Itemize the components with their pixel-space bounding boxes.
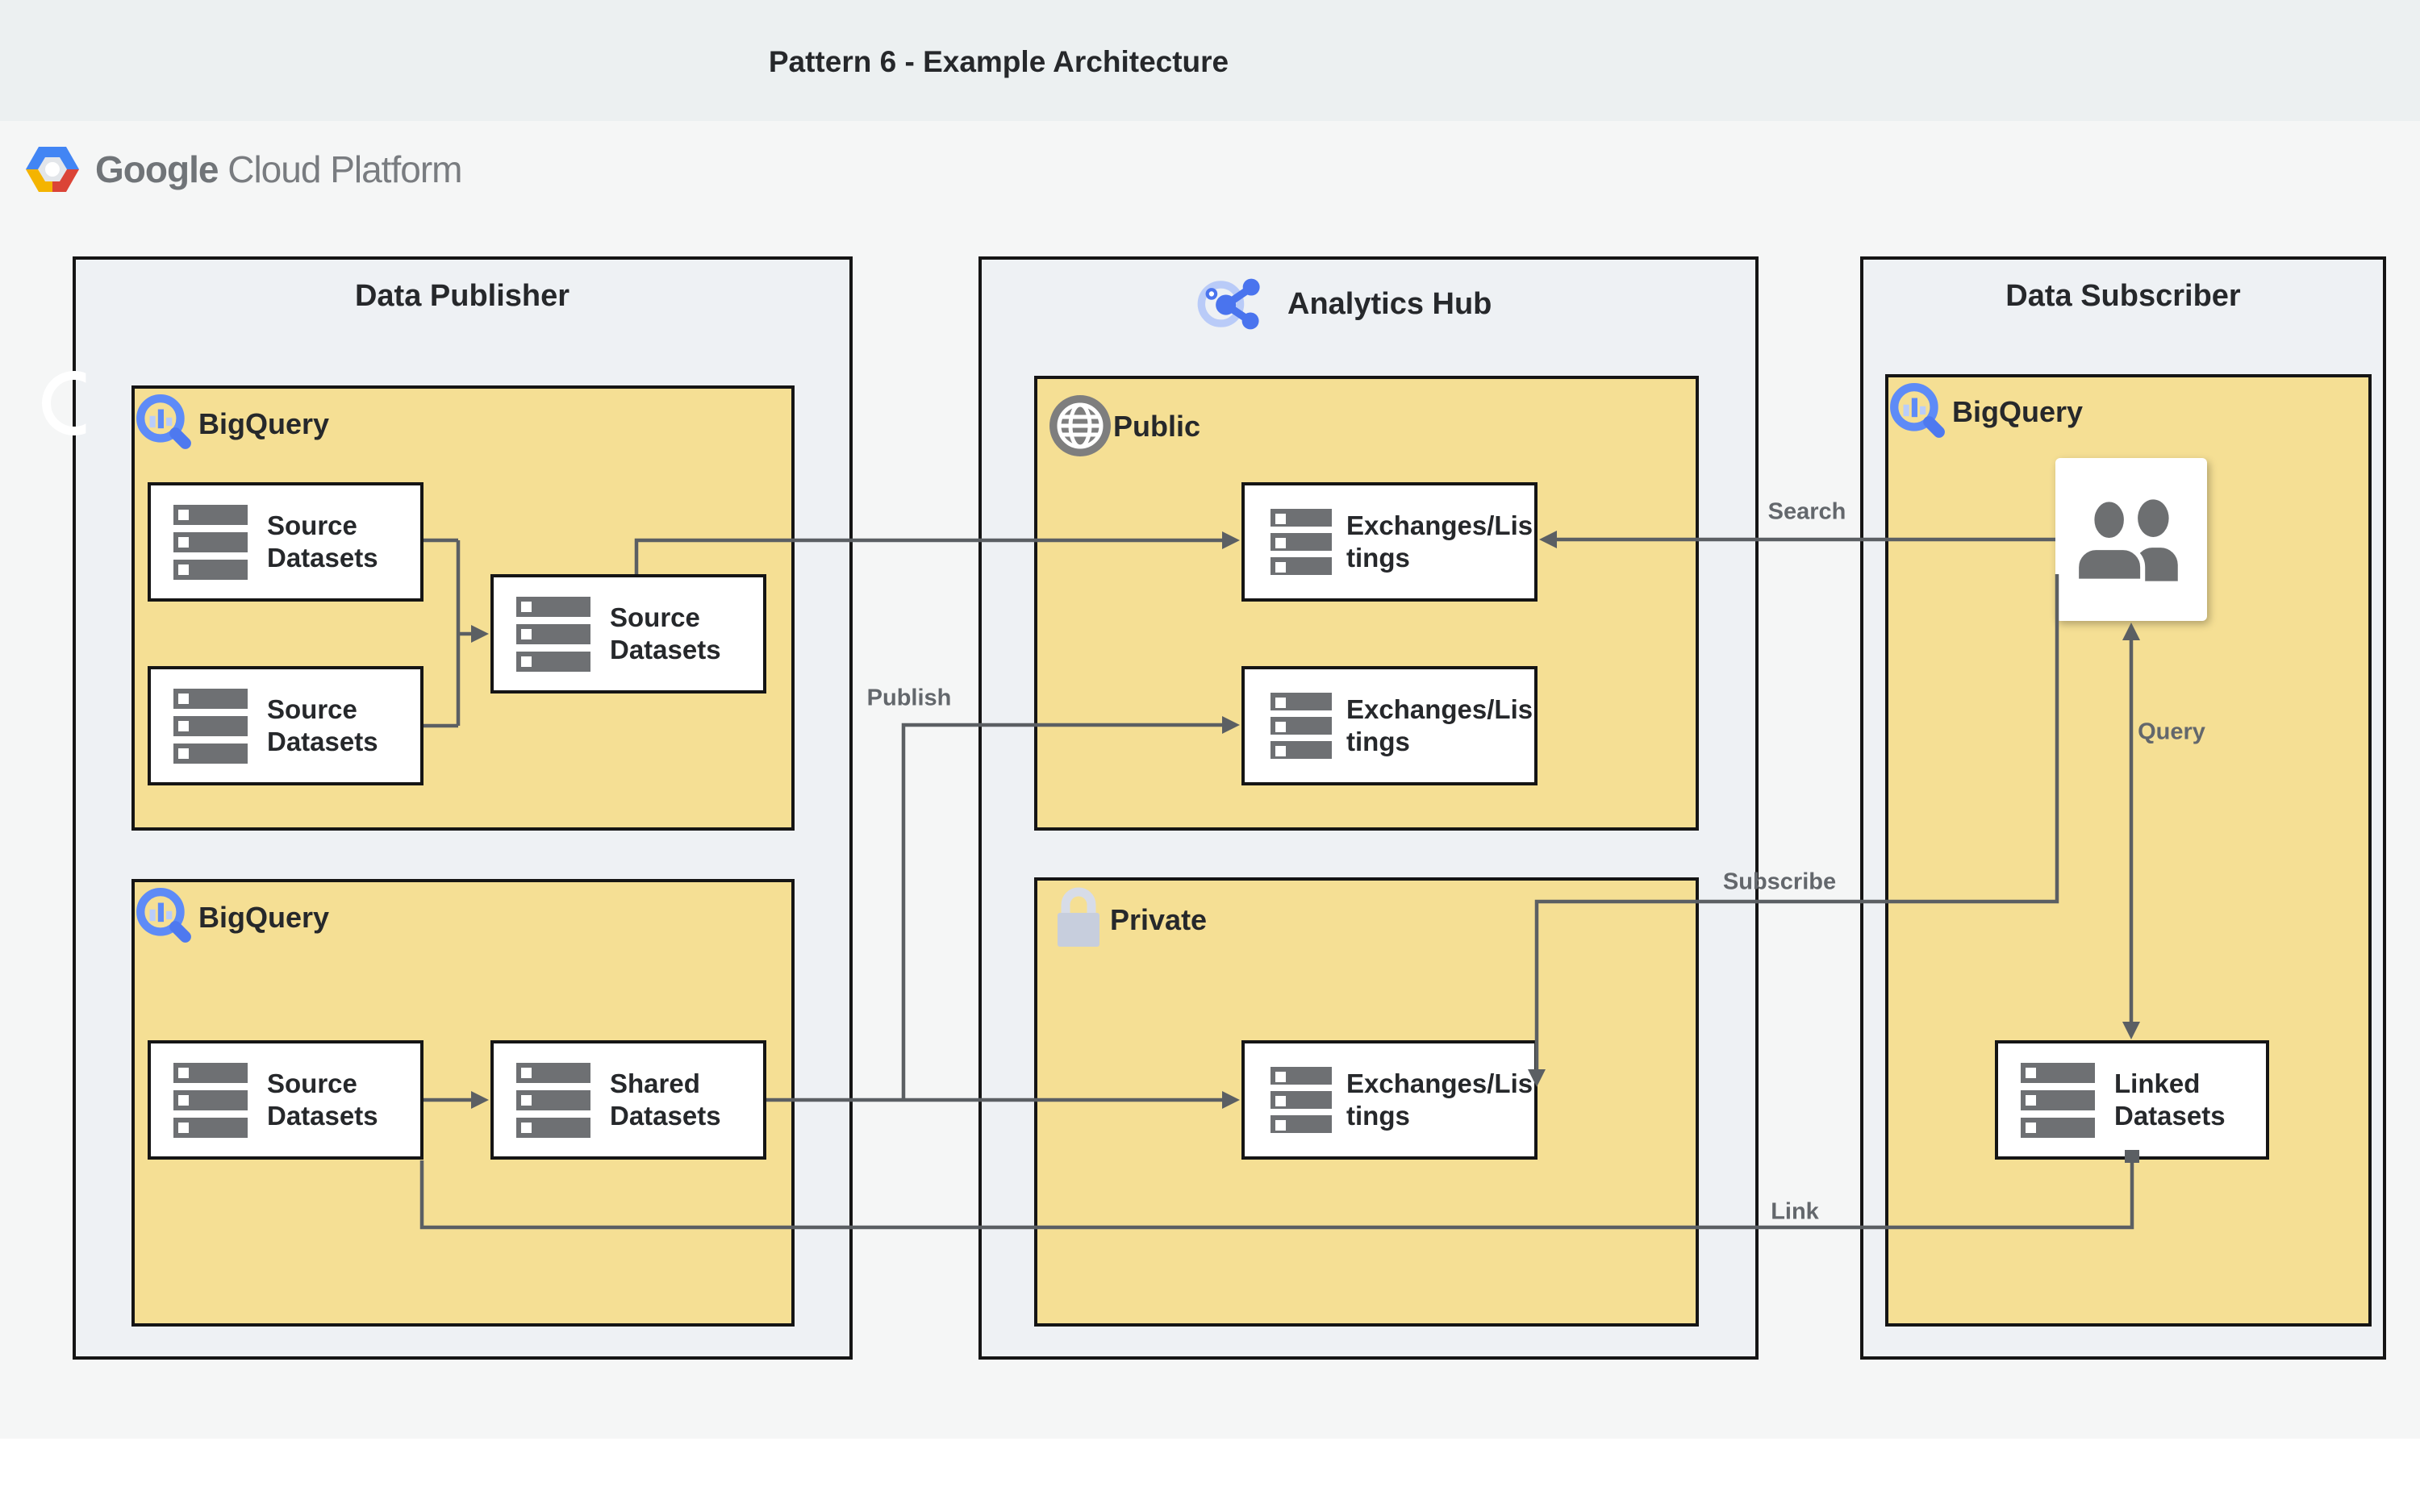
gcp-logo-google: Google: [95, 148, 219, 190]
datasets-icon: [2021, 1062, 2095, 1138]
link-edge-label: Link: [1771, 1198, 1819, 1225]
bigquery-label-subscriber: BigQuery: [1952, 395, 2084, 428]
private-label: Private: [1110, 903, 1208, 936]
analytics-hub-title: Analytics Hub: [1287, 286, 1492, 321]
analytics-hub-icon: [1197, 278, 1260, 330]
node-label: Source Datasets: [267, 694, 378, 756]
arrowhead: [1222, 531, 1240, 549]
bigquery-label-top: BigQuery: [198, 407, 330, 440]
bigquery-icon: [136, 394, 191, 449]
datasets-icon: [1270, 693, 1332, 759]
node-label: Source Datasets: [267, 510, 378, 573]
publish-edge-label: Publish: [866, 685, 952, 711]
subscribe-edge-label: Subscribe: [1722, 868, 1837, 895]
node-shared-datasets: Shared Datasets: [490, 1040, 766, 1160]
datasets-icon: [173, 504, 248, 580]
search-edge-label: Search: [1767, 498, 1846, 525]
node-label: Source Datasets: [610, 602, 721, 664]
node-label: Exchanges/Listings: [1346, 694, 1533, 756]
bigquery-icon: [1890, 383, 1945, 438]
analytics-hub-header: Analytics Hub: [1195, 276, 1492, 332]
background-ring-artifact: [42, 371, 86, 435]
node-source-datasets-b: Source Datasets: [148, 666, 424, 785]
edge-sources-merge: [424, 538, 473, 728]
node-exchanges-listings-public-bottom: Exchanges/Listings: [1241, 666, 1538, 785]
datasets-icon: [1270, 1067, 1332, 1133]
datasets-icon: [173, 688, 248, 764]
arrowhead: [1528, 1069, 1546, 1087]
datasets-icon: [1270, 509, 1332, 575]
page-title: Pattern 6 - Example Architecture: [768, 45, 1229, 78]
data-subscriber-title: Data Subscriber: [2005, 279, 2241, 313]
title-band: [0, 0, 2420, 121]
subscriber-users-card: [2055, 458, 2207, 621]
datasets-icon: [173, 1062, 248, 1138]
edge-subscribe: [1534, 574, 2059, 1073]
arrowhead: [1539, 531, 1557, 548]
lock-icon: [1058, 887, 1099, 947]
node-label: Source Datasets: [267, 1068, 378, 1131]
users-icon: [2074, 497, 2178, 584]
data-publisher-title: Data Publisher: [354, 279, 570, 313]
node-linked-datasets: Linked Datasets: [1995, 1040, 2269, 1160]
node-source-datasets-merged: Source Datasets: [490, 574, 766, 694]
node-label: Shared Datasets: [610, 1068, 721, 1131]
node-source-datasets-a: Source Datasets: [148, 482, 424, 602]
arrowhead: [471, 625, 489, 643]
node-label: Exchanges/Listings: [1346, 1068, 1533, 1131]
edge-source-to-public-exchange: [634, 538, 1225, 574]
edge-link: [419, 1159, 2134, 1230]
bigquery-label-bottom: BigQuery: [198, 901, 330, 934]
gcp-hexagon-icon: [26, 147, 79, 192]
arrowhead: [1222, 1091, 1240, 1109]
arrowhead: [1222, 716, 1240, 734]
link-anchor-square: [2125, 1150, 2139, 1163]
datasets-icon: [516, 1062, 590, 1138]
node-exchanges-listings-public-top: Exchanges/Listings: [1241, 482, 1538, 602]
arrowhead: [2122, 1022, 2140, 1039]
gcp-logo: Google Cloud Platform: [24, 144, 462, 195]
public-label: Public: [1113, 410, 1201, 443]
datasets-icon: [516, 596, 590, 672]
arrowhead: [471, 1091, 489, 1109]
arrowhead: [2122, 623, 2140, 640]
node-label: Linked Datasets: [2114, 1068, 2226, 1131]
node-label: Exchanges/Listings: [1346, 510, 1533, 573]
query-edge-label: Query: [2138, 719, 2205, 745]
node-exchanges-listings-private: Exchanges/Listings: [1241, 1040, 1538, 1160]
globe-icon: [1049, 395, 1111, 456]
node-source-datasets-c: Source Datasets: [148, 1040, 424, 1160]
bigquery-icon: [136, 888, 191, 943]
edge-publish: [901, 723, 1225, 1100]
gcp-logo-rest: Cloud Platform: [218, 148, 462, 190]
gcp-logo-text: Google Cloud Platform: [95, 148, 462, 191]
